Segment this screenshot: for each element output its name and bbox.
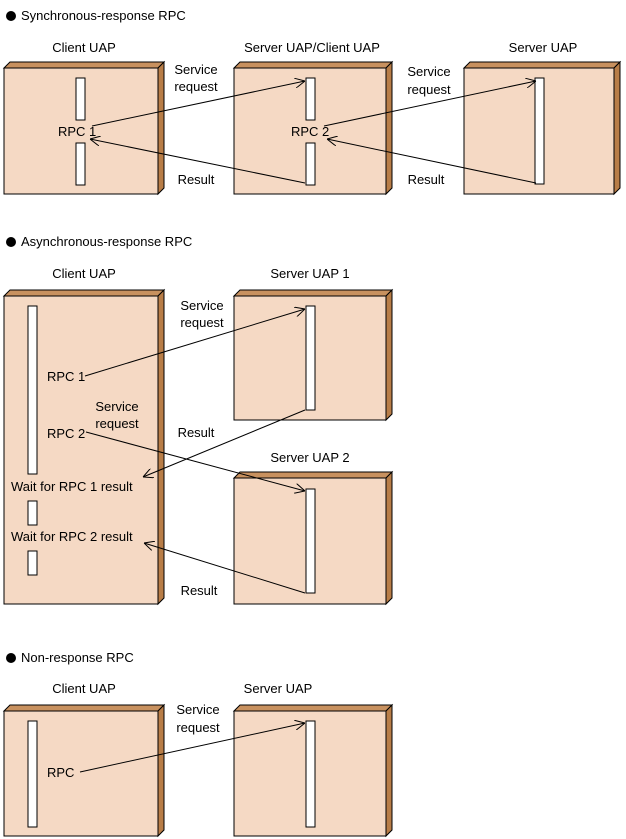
server-uap-label: Server UAP — [244, 681, 313, 696]
result-arrow — [90, 139, 306, 184]
rpc1-label: RPC 1 — [58, 124, 96, 139]
server-uap-box — [232, 703, 394, 838]
service-request-arrow — [323, 81, 536, 127]
service-request-arrow — [79, 723, 305, 773]
service-request-label: request — [174, 79, 218, 94]
service-request-arrow — [91, 81, 305, 127]
rpc2-label: RPC 2 — [47, 426, 85, 441]
middle-uap-label: Server UAP/Client UAP — [244, 40, 380, 55]
service-request-arrow — [85, 431, 305, 491]
result-label: Result — [178, 172, 215, 187]
server-uap2-label: Server UAP 2 — [270, 450, 349, 465]
server-uap2-box — [232, 470, 394, 606]
server-uap1-label: Server UAP 1 — [270, 266, 349, 281]
service-request-label: request — [407, 82, 451, 97]
server-uap1-box — [232, 288, 394, 422]
section-title: Asynchronous-response RPC — [21, 234, 192, 249]
server-uap-label: Server UAP — [509, 40, 578, 55]
result-arrow — [144, 543, 306, 594]
service-request-label: Service — [176, 702, 219, 717]
server-uap-box — [462, 60, 622, 196]
rpc2-label: RPC 2 — [291, 124, 329, 139]
client-uap-box: RPC 1 RPC 2 Wait for RPC 1 result Wait f… — [2, 288, 166, 606]
service-request-label: request — [180, 315, 224, 330]
process-bar — [305, 305, 316, 411]
client-uap-box: RPC — [2, 703, 166, 838]
process-bar — [27, 500, 38, 526]
bullet-icon — [6, 11, 16, 21]
result-label: Result — [178, 425, 215, 440]
service-request-label: request — [176, 720, 220, 735]
result-label: Result — [408, 172, 445, 187]
rpc1-label: RPC 1 — [47, 369, 85, 384]
result-arrow — [327, 139, 537, 184]
client-uap-label: Client UAP — [52, 681, 116, 696]
process-bar — [305, 142, 316, 186]
service-request-arrow — [84, 309, 305, 377]
process-bar — [27, 550, 38, 576]
bullet-icon — [6, 653, 16, 663]
process-bar — [27, 305, 38, 475]
rpc-label: RPC — [47, 765, 74, 780]
service-request-label: Service — [95, 399, 138, 414]
result-arrow — [143, 409, 306, 477]
section-title: Non-response RPC — [21, 650, 134, 665]
process-bar — [305, 488, 316, 594]
service-request-label: Service — [174, 62, 217, 77]
wait-rpc2-label: Wait for RPC 2 result — [11, 529, 133, 544]
section-title: Synchronous-response RPC — [21, 8, 186, 23]
section-non-response: Non-response RPC Client UAP Server UAP R… — [2, 650, 394, 838]
bullet-icon — [6, 237, 16, 247]
section-asynchronous: Asynchronous-response RPC Client UAP Ser… — [2, 234, 394, 606]
middle-uap-box: RPC 2 — [232, 60, 394, 196]
client-uap-box: RPC 1 — [2, 60, 166, 196]
service-request-label: Service — [180, 298, 223, 313]
process-bar — [305, 720, 316, 828]
service-request-label: Service — [407, 64, 450, 79]
section-synchronous: Synchronous-response RPC Client UAP Serv… — [2, 8, 622, 196]
process-bar — [75, 142, 86, 186]
wait-rpc1-label: Wait for RPC 1 result — [11, 479, 133, 494]
process-bar — [534, 77, 545, 185]
client-uap-label: Client UAP — [52, 266, 116, 281]
process-bar — [75, 77, 86, 121]
result-label: Result — [181, 583, 218, 598]
process-bar — [305, 77, 316, 121]
client-uap-label: Client UAP — [52, 40, 116, 55]
process-bar — [27, 720, 38, 828]
service-request-label: request — [95, 416, 139, 431]
